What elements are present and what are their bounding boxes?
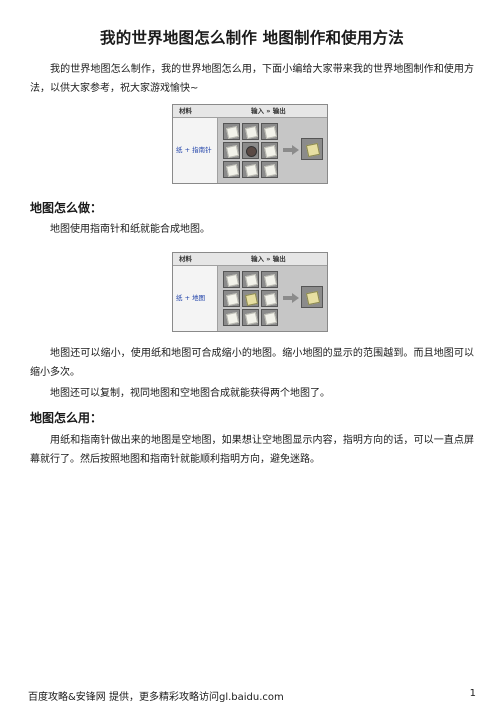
crafting-slot <box>261 123 278 140</box>
map-icon <box>244 292 259 307</box>
recipe-header-materials: 材料 <box>179 107 192 115</box>
paper-icon <box>244 273 259 288</box>
paper-icon <box>225 292 240 307</box>
paper-icon <box>263 292 278 307</box>
paper-icon <box>225 311 240 326</box>
crafting-slot <box>242 142 259 159</box>
crafting-slot <box>223 271 240 288</box>
crafting-slot <box>261 161 278 178</box>
section1-paragraph: 地图使用指南针和纸就能合成地图。 <box>50 224 210 235</box>
compass-icon <box>246 146 257 157</box>
crafting-output-slot <box>301 286 323 308</box>
paper-icon <box>225 273 240 288</box>
crafting-slot <box>223 290 240 307</box>
crafting-grid <box>223 271 279 327</box>
page-number: 1 <box>469 688 476 699</box>
recipe-materials-cell: 纸 + 地图 <box>173 266 218 331</box>
crafting-slot <box>261 309 278 326</box>
section-heading-how-to-make: 地图怎么做： <box>30 201 103 215</box>
crafting-slot <box>223 161 240 178</box>
crafting-output-slot <box>301 138 323 160</box>
crafting-slot <box>242 123 259 140</box>
recipe-header-io: 输入 » 输出 <box>251 107 286 115</box>
recipe-header: 材料 输入 » 输出 <box>173 105 327 118</box>
crafting-slot <box>223 309 240 326</box>
crafting-recipe-zoom-map: 材料 输入 » 输出 纸 + 地图 <box>172 252 328 332</box>
recipe-materials-label: 纸 + 地图 <box>176 294 206 302</box>
paper-icon <box>263 273 278 288</box>
paper-icon <box>244 163 259 178</box>
intro-paragraph: 我的世界地图怎么制作，我的世界地图怎么用，下面小编给大家带来我的世界地图制作和使… <box>30 64 474 94</box>
arrow-right-icon <box>283 293 299 303</box>
paper-icon <box>225 125 240 140</box>
crafting-slot <box>261 271 278 288</box>
crafting-slot <box>242 161 259 178</box>
paper-icon <box>225 163 240 178</box>
crafting-slot <box>242 271 259 288</box>
paper-icon <box>263 163 278 178</box>
paper-icon <box>244 311 259 326</box>
crafting-slot <box>242 290 259 307</box>
copy-map-paragraph: 地图还可以复制，视同地图和空地图合成就能获得两个地图了。 <box>50 388 330 399</box>
paper-icon <box>225 144 240 159</box>
recipe-materials-label: 纸 + 指南针 <box>176 146 212 154</box>
recipe-header-io: 输入 » 输出 <box>251 255 286 263</box>
paper-icon <box>263 311 278 326</box>
empty-map-icon <box>305 142 321 158</box>
zoom-map-paragraph: 地图还可以缩小，使用纸和地图可合成缩小的地图。缩小地图的显示的范围越到。而且地图… <box>30 348 474 378</box>
section-heading-how-to-use: 地图怎么用： <box>30 411 103 425</box>
paper-icon <box>263 144 278 159</box>
map-icon <box>305 290 321 306</box>
crafting-slot <box>223 142 240 159</box>
paper-icon <box>263 125 278 140</box>
crafting-grid <box>223 123 279 179</box>
paper-icon <box>244 125 259 140</box>
crafting-slot <box>223 123 240 140</box>
footer-source: 百度攻略&安锋网 提供，更多精彩攻略访问gl.baidu.com <box>28 692 284 703</box>
recipe-header-materials: 材料 <box>179 255 192 263</box>
crafting-slot <box>242 309 259 326</box>
recipe-header: 材料 输入 » 输出 <box>173 253 327 266</box>
recipe-materials-cell: 纸 + 指南针 <box>173 118 218 183</box>
document-title: 我的世界地图怎么制作 地图制作和使用方法 <box>100 29 404 47</box>
crafting-recipe-empty-map: 材料 输入 » 输出 纸 + 指南针 <box>172 104 328 184</box>
arrow-right-icon <box>283 145 299 155</box>
section2-paragraph: 用纸和指南针做出来的地图是空地图，如果想让空地图显示内容，指明方向的话，可以一直… <box>30 435 474 465</box>
crafting-slot <box>261 142 278 159</box>
crafting-slot <box>261 290 278 307</box>
